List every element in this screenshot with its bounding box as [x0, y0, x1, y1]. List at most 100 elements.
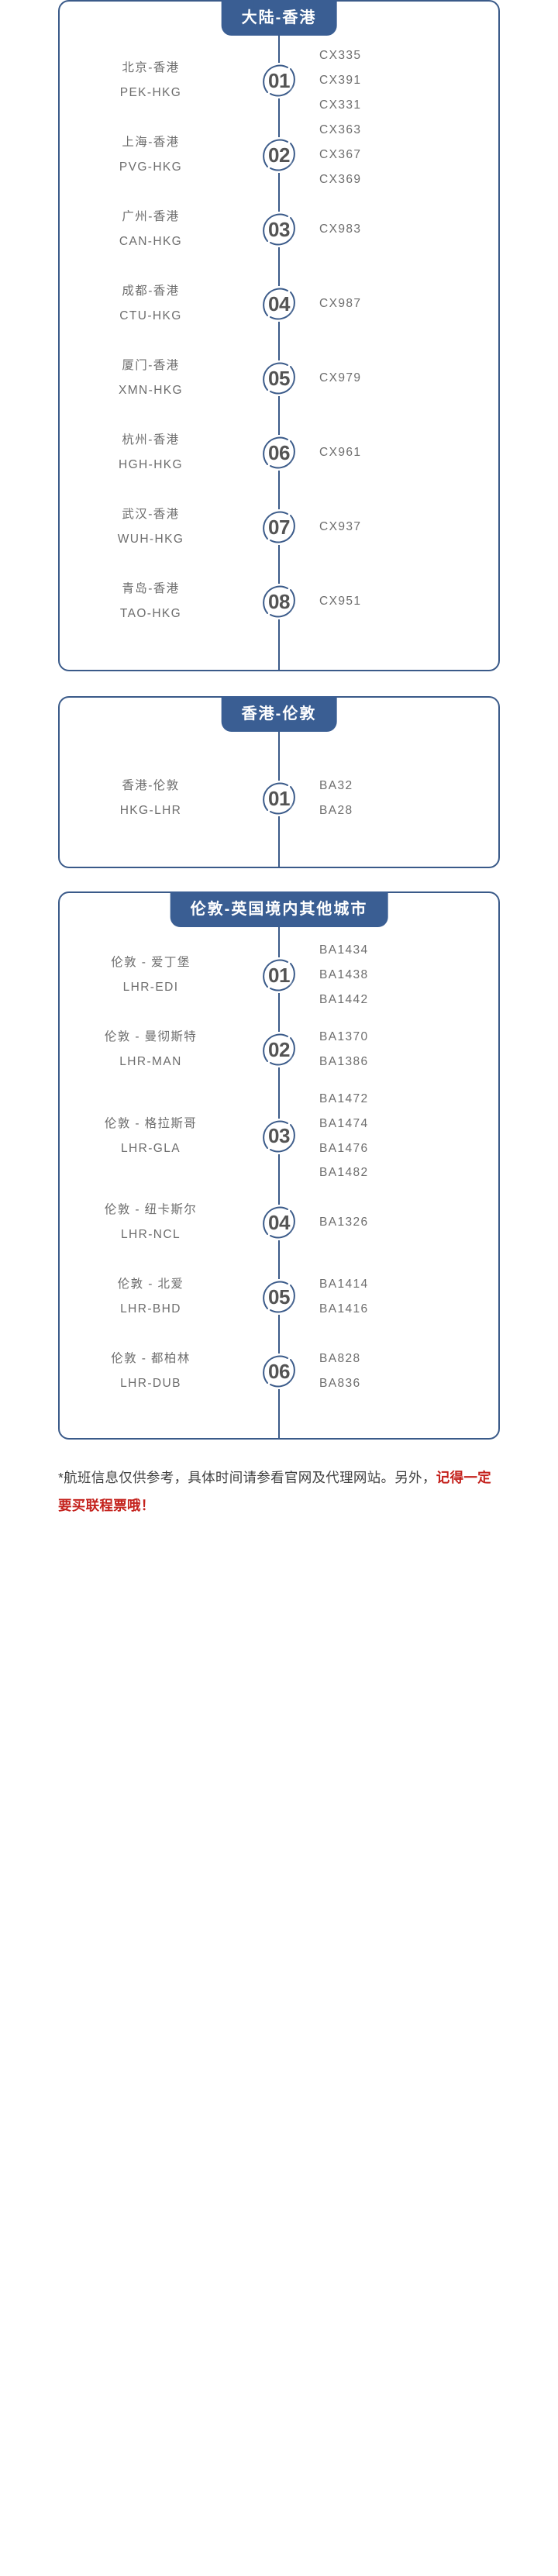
flight-number-list: CX951	[279, 589, 498, 614]
step-number-medallion: 05	[257, 356, 301, 401]
timeline-spine	[278, 2, 280, 670]
step-ring-icon	[263, 288, 295, 320]
step-number: 06	[268, 440, 290, 464]
card-badge-title: 香港-伦敦	[221, 696, 337, 732]
flight-number: CX987	[319, 297, 362, 311]
step-ring-icon	[263, 436, 295, 469]
step-ring-icon	[263, 64, 295, 97]
flight-number: CX951	[319, 595, 362, 609]
route-name-cn: 伦敦 - 爱丁堡	[111, 956, 191, 970]
route-name-cn: 香港-伦敦	[122, 779, 180, 793]
route-name-cn: 武汉-香港	[122, 508, 180, 522]
step-ring-icon	[263, 782, 295, 815]
route-iata-code: LHR-EDI	[122, 981, 179, 994]
step-number-medallion: 07	[257, 505, 301, 550]
step-number-medallion: 01	[257, 58, 301, 103]
flight-number: BA1326	[319, 1216, 369, 1229]
flight-number: CX961	[319, 446, 362, 460]
flight-number: BA1482	[319, 1166, 369, 1180]
route-iata-code: LHR-MAN	[119, 1055, 182, 1068]
flight-number: BA836	[319, 1377, 361, 1391]
card-badge-title: 大陆-香港	[221, 0, 337, 36]
route-row: 伦敦 - 纽卡斯尔 LHR-NCL 04 BA1326	[60, 1185, 498, 1260]
flight-number: BA1416	[319, 1302, 369, 1316]
route-iata-code: HGH-HKG	[119, 458, 183, 471]
step-number-medallion: 02	[257, 133, 301, 178]
step-number: 06	[268, 1359, 290, 1383]
step-number-medallion: 03	[257, 1114, 301, 1159]
flight-number-list: CX979	[279, 366, 498, 391]
step-number-medallion: 05	[257, 1274, 301, 1319]
step-number-medallion: 04	[257, 1200, 301, 1245]
flight-number: BA1474	[319, 1116, 369, 1130]
step-number-medallion: 01	[257, 776, 301, 821]
flight-number: BA1476	[319, 1141, 369, 1155]
flight-number: BA1442	[319, 992, 369, 1006]
route-iata-code: LHR-DUB	[120, 1377, 181, 1391]
flight-number: BA32	[319, 779, 353, 793]
route-name-cn: 伦敦 - 纽卡斯尔	[104, 1203, 198, 1217]
step-ring-icon	[263, 1281, 295, 1313]
flight-number: BA1414	[319, 1278, 369, 1291]
flight-number-list: CX983	[279, 217, 498, 242]
route-iata-code: XMN-HKG	[119, 384, 183, 397]
flight-number: CX363	[319, 123, 362, 137]
footnote: *航班信息仅供参考，具体时间请参看官网及代理网站。另外，记得一定要买联程票哦！	[58, 1464, 500, 1520]
step-ring-icon	[263, 1206, 295, 1239]
flight-number: BA1472	[319, 1092, 369, 1105]
step-number-medallion: 01	[257, 953, 301, 998]
route-name-cn: 伦敦 - 曼彻斯特	[104, 1030, 198, 1044]
route-labels: 伦敦 - 曼彻斯特 LHR-MAN	[60, 1025, 279, 1074]
flight-number: BA828	[319, 1352, 361, 1366]
flight-number: BA1438	[319, 968, 369, 982]
step-number-medallion: 03	[257, 207, 301, 252]
footnote-highlight-text: 记得一定要买联程票哦！	[58, 1470, 491, 1513]
step-number-medallion: 06	[257, 1349, 301, 1394]
step-number: 05	[268, 1285, 290, 1309]
flight-number: CX335	[319, 49, 362, 63]
route-name-cn: 成都-香港	[122, 284, 180, 298]
card-badge-title: 伦敦-英国境内其他城市	[170, 891, 388, 927]
flight-number: CX369	[319, 172, 362, 186]
route-iata-code: LHR-GLA	[121, 1141, 181, 1155]
route-iata-code: LHR-NCL	[121, 1228, 181, 1242]
flight-number: BA1370	[319, 1030, 369, 1044]
route-name-cn: 青岛-香港	[122, 582, 180, 596]
route-labels: 青岛-香港 TAO-HKG	[60, 577, 279, 626]
flight-number: CX979	[319, 371, 362, 385]
step-number: 03	[268, 1124, 290, 1148]
route-name-cn: 广州-香港	[122, 210, 180, 224]
flight-number-list: BA1326	[279, 1210, 498, 1235]
step-number: 07	[268, 515, 290, 539]
step-ring-icon	[263, 1355, 295, 1388]
flight-number: CX331	[319, 98, 362, 112]
route-name-cn: 上海-香港	[122, 136, 180, 150]
route-iata-code: TAO-HKG	[119, 607, 182, 620]
flight-number-list: CX937	[279, 515, 498, 540]
